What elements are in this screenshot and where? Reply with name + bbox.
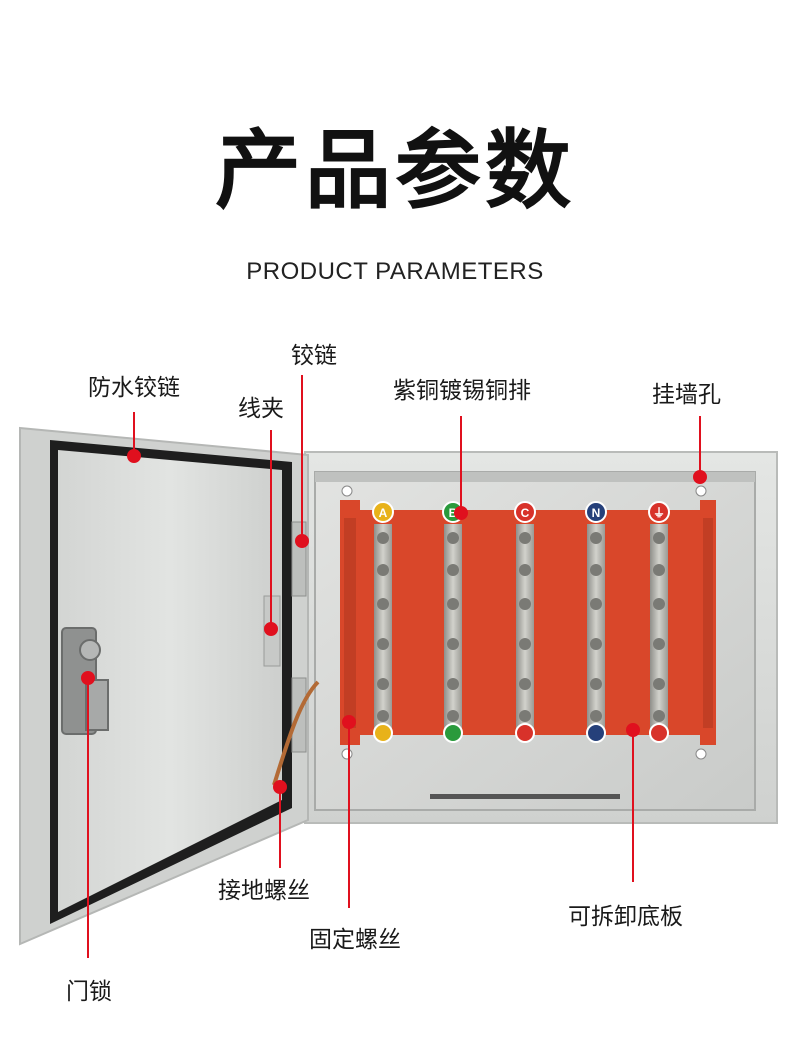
callout-hinge: 铰链 (291, 343, 337, 369)
busbar-badge: B (449, 506, 458, 520)
callout-ground-screw: 接地螺丝 (218, 878, 310, 904)
callout-door-lock: 门锁 (66, 979, 112, 1005)
busbar-ground: ⏚ (648, 501, 670, 743)
callout-waterproof-hinge: 防水铰链 (88, 375, 180, 401)
callout-wire-clip: 线夹 (238, 396, 284, 422)
callout-fixing-screw: 固定螺丝 (309, 927, 401, 953)
page-subtitle: PRODUCT PARAMETERS (246, 258, 544, 285)
busbar-c: C (514, 501, 536, 743)
ground-icon: ⏚ (653, 506, 665, 520)
page-title: 产品参数 (215, 121, 575, 221)
busbar-b: B (442, 501, 464, 743)
cabinet-door (19, 426, 320, 946)
busbar-group: A B C N (372, 501, 670, 743)
callout-copper-busbar: 紫铜镀锡铜排 (393, 378, 531, 404)
busbar-badge: A (379, 506, 388, 520)
busbar-badge: C (521, 506, 530, 520)
callout-leaders (81, 375, 707, 958)
callout-wall-hole: 挂墙孔 (652, 382, 721, 408)
busbar-n: N (585, 501, 607, 743)
busbar-a: A (372, 501, 394, 743)
busbar-badge: N (592, 506, 601, 520)
callout-removable-plate: 可拆卸底板 (568, 904, 683, 930)
